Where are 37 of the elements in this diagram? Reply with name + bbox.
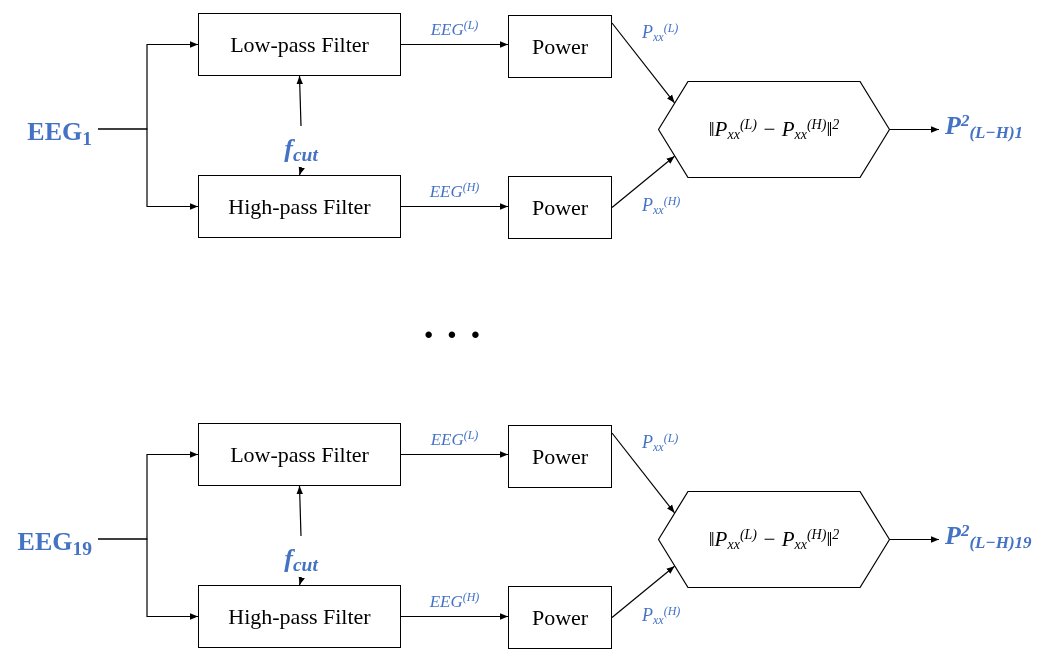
arrow xyxy=(611,565,676,619)
process-box: Power xyxy=(508,425,612,488)
arrow xyxy=(400,451,509,458)
arrow xyxy=(97,128,199,210)
arrow xyxy=(889,126,940,133)
formula-text: ‖P$_{xx}$$^{(L)}$ − P$_{xx}$$^{(H)}$‖$^{2}$ xyxy=(708,525,840,555)
ellipsis-text: · · · xyxy=(422,315,482,355)
edge-label: EEG$^{(H)}$ xyxy=(427,182,482,199)
edge-label: EEG$^{(L)}$ xyxy=(428,430,481,447)
arrow xyxy=(611,155,676,209)
hexagon-box xyxy=(658,491,890,588)
arrow xyxy=(400,41,509,48)
process-box: High-pass Filter xyxy=(198,585,401,648)
arrow xyxy=(611,432,676,514)
formula-text: ‖P$_{xx}$$^{(L)}$ − P$_{xx}$$^{(H)}$‖$^{2}$ xyxy=(708,115,840,145)
process-box: Low-pass Filter xyxy=(198,13,401,76)
process-box: Low-pass Filter xyxy=(198,423,401,486)
arrow xyxy=(296,75,303,127)
hexagon-box xyxy=(658,81,890,178)
arrow xyxy=(400,613,509,620)
arrow xyxy=(296,485,303,537)
parameter-label: f$_{cut}$ xyxy=(274,130,328,166)
arrow xyxy=(611,22,676,104)
arrow xyxy=(298,576,305,586)
process-box: High-pass Filter xyxy=(198,175,401,238)
arrow xyxy=(400,203,509,210)
input-label: EEG$_{19}$ xyxy=(17,522,92,561)
process-box: Power xyxy=(508,586,612,649)
parameter-label: f$_{cut}$ xyxy=(274,540,328,576)
process-box: Power xyxy=(508,176,612,239)
arrow xyxy=(889,536,940,543)
input-label: EEG$_{1}$ xyxy=(27,112,92,151)
edge-label: EEG$^{(H)}$ xyxy=(427,592,482,609)
edge-label: EEG$^{(L)}$ xyxy=(428,20,481,37)
arrow xyxy=(298,166,305,176)
process-box: Power xyxy=(508,15,612,78)
arrow xyxy=(97,538,199,620)
